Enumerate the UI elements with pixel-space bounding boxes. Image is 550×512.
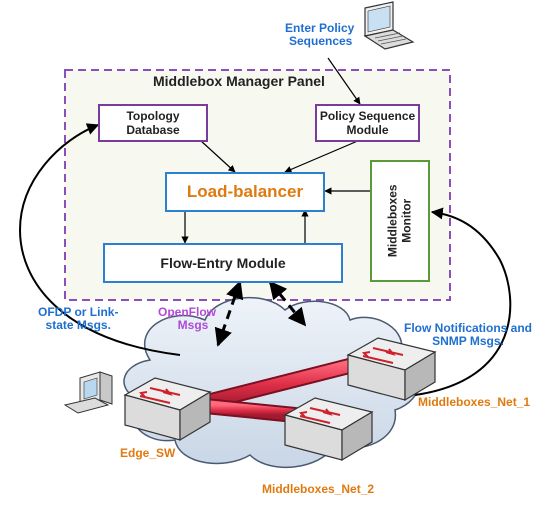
ofdp-annotation: OFDP or Link- state Msgs. <box>38 305 119 333</box>
flow-notifications-annotation: Flow Notifications and SNMP Msgs. <box>404 321 532 349</box>
openflow-annotation: OpenFlow Msgs <box>158 305 216 333</box>
openflow-dashed-arrow-left <box>214 280 244 347</box>
openflow-line2: Msgs <box>177 318 209 333</box>
arrow-laptop-to-policy <box>327 57 361 105</box>
policy-label-line2: Module <box>346 123 389 137</box>
policy-label-line1: Policy Sequence <box>319 109 416 123</box>
flow-notifications-line2: SNMP Msgs. <box>432 334 504 349</box>
monitor-label-line2: Monitor <box>399 199 413 243</box>
edge-switch-label: Edge_SW <box>120 446 176 460</box>
flow-entry-module-box: Flow-Entry Module <box>103 243 343 283</box>
desktop-computer-icon <box>63 371 113 414</box>
load-balancer-box: Load-balancer <box>165 172 325 212</box>
monitor-label-line1: Middleboxes <box>385 184 400 258</box>
laptop-icon[interactable] <box>363 1 415 50</box>
middleboxes-monitor-box: Middleboxes Monitor <box>370 160 430 282</box>
laptop-caption-line2: Sequences <box>288 34 353 49</box>
openflow-line1: OpenFlow <box>158 305 216 319</box>
openflow-dashed-arrow-right <box>268 280 307 327</box>
load-balancer-label: Load-balancer <box>186 182 304 201</box>
topology-label-line1: Topology <box>126 109 180 123</box>
monitor-label: Middleboxes Monitor <box>385 184 414 258</box>
flow-entry-label: Flow-Entry Module <box>160 255 286 271</box>
laptop-caption: Enter Policy Sequences <box>285 21 355 49</box>
arrow-topology-to-lb <box>199 139 236 173</box>
arrow-policy-to-lb <box>284 139 361 173</box>
net2-switch <box>283 397 374 462</box>
tunnel-tubes <box>187 354 373 423</box>
flow-notifications-line1: Flow Notifications and <box>404 321 532 335</box>
net1-switch <box>346 337 437 402</box>
ofdp-curve-arrow <box>18 123 181 356</box>
panel-title: Middlebox Manager Panel <box>153 73 325 89</box>
ofdp-line2: state Msgs. <box>45 318 111 333</box>
topology-label-line2: Database <box>126 123 180 137</box>
policy-sequence-module-box: Policy Sequence Module <box>315 104 420 142</box>
laptop-caption-line1: Enter Policy <box>285 21 355 35</box>
edge-switch <box>123 377 212 442</box>
net1-switch-label: Middleboxes_Net_1 <box>418 395 531 409</box>
flow-notification-curve-arrow <box>414 207 512 396</box>
net2-switch-label: Middleboxes_Net_2 <box>262 482 375 496</box>
ofdp-line1: OFDP or Link- <box>38 305 119 319</box>
topology-database-box: Topology Database <box>98 104 208 142</box>
